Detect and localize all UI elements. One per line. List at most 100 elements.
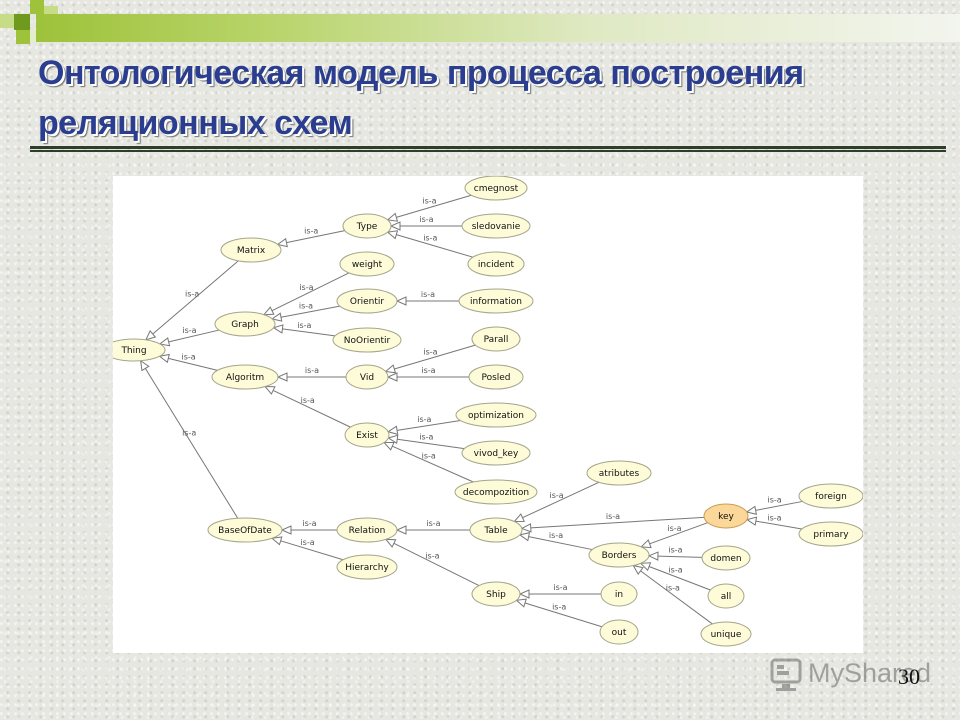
edge-line — [152, 260, 239, 335]
edge-label: is-a — [552, 603, 566, 612]
header-bar — [36, 14, 960, 42]
slide-title: Онтологическая модель процесса построени… — [38, 54, 804, 142]
node-label: optimization — [468, 411, 524, 421]
node-label: all — [721, 592, 732, 602]
edge-label: is-a — [767, 513, 781, 522]
edge-label: is-a — [299, 302, 313, 311]
node-Posled: Posled — [468, 364, 524, 390]
watermark-text: MyShared — [808, 658, 932, 688]
edge-label: is-a — [422, 451, 436, 460]
arrowhead-icon — [640, 539, 652, 549]
edge-line — [272, 389, 351, 428]
arrowhead-icon — [745, 505, 757, 515]
edge-label: is-a — [553, 583, 567, 592]
node-label: Posled — [481, 373, 510, 383]
edge-Hierarchy-BaseOfDate: is-a — [270, 536, 344, 561]
edge-label: is-a — [417, 415, 431, 424]
edge-line — [522, 481, 600, 519]
arrowhead-icon — [520, 523, 532, 533]
node-label: domen — [710, 554, 741, 564]
node-shape — [461, 213, 531, 239]
node-Hierarchy: Hierarchy — [336, 554, 398, 580]
node-Vid: Vid — [345, 364, 389, 390]
edge-BaseOfDate-Thing: is-a — [139, 359, 239, 519]
node-decompozition: decompozition — [454, 479, 538, 505]
node-Algoritm: Algoritm — [211, 364, 279, 390]
node-label: vivod_key — [474, 449, 519, 459]
node-label: Orientir — [350, 297, 385, 307]
node-Exist: Exist — [344, 422, 390, 448]
node-information: information — [458, 288, 534, 314]
arrowhead-icon — [158, 337, 171, 347]
node-shape — [701, 545, 751, 571]
edge-Table-Relation: is-a — [395, 519, 470, 535]
node-label: BaseOfDate — [218, 526, 272, 536]
edge-label: is-a — [182, 326, 196, 335]
edge-label: is-a — [185, 289, 199, 298]
node-label: in — [615, 590, 623, 600]
node-label: foreign — [815, 492, 847, 502]
arrowhead-icon — [272, 324, 284, 334]
edge-line — [168, 329, 220, 343]
edge-label: is-a — [421, 366, 435, 375]
node-label: unique — [711, 630, 742, 640]
node-shape — [798, 521, 863, 547]
node-shape — [798, 483, 863, 509]
arrowhead-icon — [389, 221, 401, 231]
edge-label: is-a — [549, 531, 563, 540]
node-Borders: Borders — [588, 542, 650, 568]
node-label: incident — [478, 260, 515, 270]
node-incident: incident — [467, 251, 525, 277]
edge-line — [286, 230, 345, 244]
ontology-graph: is-ais-ais-ais-ais-ais-ais-ais-ais-ais-a… — [113, 176, 863, 647]
edge-line — [648, 566, 711, 591]
edge-cmegnost-Type: is-a — [386, 194, 472, 222]
node-label: Hierarchy — [345, 563, 389, 573]
node-label: out — [612, 628, 627, 638]
node-Table: Table — [469, 517, 523, 543]
edge-line — [280, 540, 344, 561]
edge-Parall-Vid: is-a — [384, 344, 476, 374]
edge-label: is-a — [299, 283, 313, 292]
node-shape — [336, 517, 398, 543]
node-shape — [332, 327, 402, 353]
node-shape — [211, 364, 279, 390]
node-label: Table — [483, 526, 508, 536]
edge-sledovanie-Type: is-a — [389, 215, 462, 231]
edge-label: is-a — [425, 551, 439, 560]
node-shape — [471, 326, 521, 352]
node-label: Relation — [349, 526, 386, 536]
edge-label: is-a — [302, 519, 316, 528]
node-shape — [113, 338, 166, 362]
edge-line — [271, 272, 350, 312]
arrowhead-icon — [387, 434, 399, 445]
edge-line — [394, 344, 476, 370]
node-shape — [342, 213, 392, 239]
node-shape — [707, 583, 745, 609]
arrowhead-icon — [745, 516, 758, 526]
edge-line — [524, 602, 603, 628]
node-shape — [455, 402, 537, 428]
arrowhead-icon — [262, 306, 275, 316]
edge-line — [393, 542, 480, 586]
node-label: Vid — [360, 373, 374, 383]
edge-line — [396, 194, 472, 218]
edge-label: is-a — [668, 566, 682, 575]
node-in: in — [600, 581, 638, 607]
arrowhead-icon — [280, 525, 292, 535]
nodes-layer: ThingMatrixGraphAlgoritmBaseOfDateTypecm… — [113, 176, 863, 647]
node-sledovanie: sledovanie — [461, 213, 531, 239]
node-shape — [586, 460, 652, 486]
edge-optimization-Exist: is-a — [386, 415, 461, 435]
node-NoOrientir: NoOrientir — [332, 327, 402, 353]
edge-line — [168, 357, 218, 371]
edge-line — [396, 234, 474, 258]
arrowhead-icon — [144, 330, 157, 341]
arrowhead-icon — [515, 598, 527, 608]
edge-line — [280, 305, 340, 318]
edge-in-Ship: is-a — [518, 583, 601, 599]
edge-label: is-a — [182, 428, 196, 437]
node-shape — [588, 542, 650, 568]
edge-label: is-a — [297, 321, 311, 330]
node-shape — [471, 581, 521, 607]
